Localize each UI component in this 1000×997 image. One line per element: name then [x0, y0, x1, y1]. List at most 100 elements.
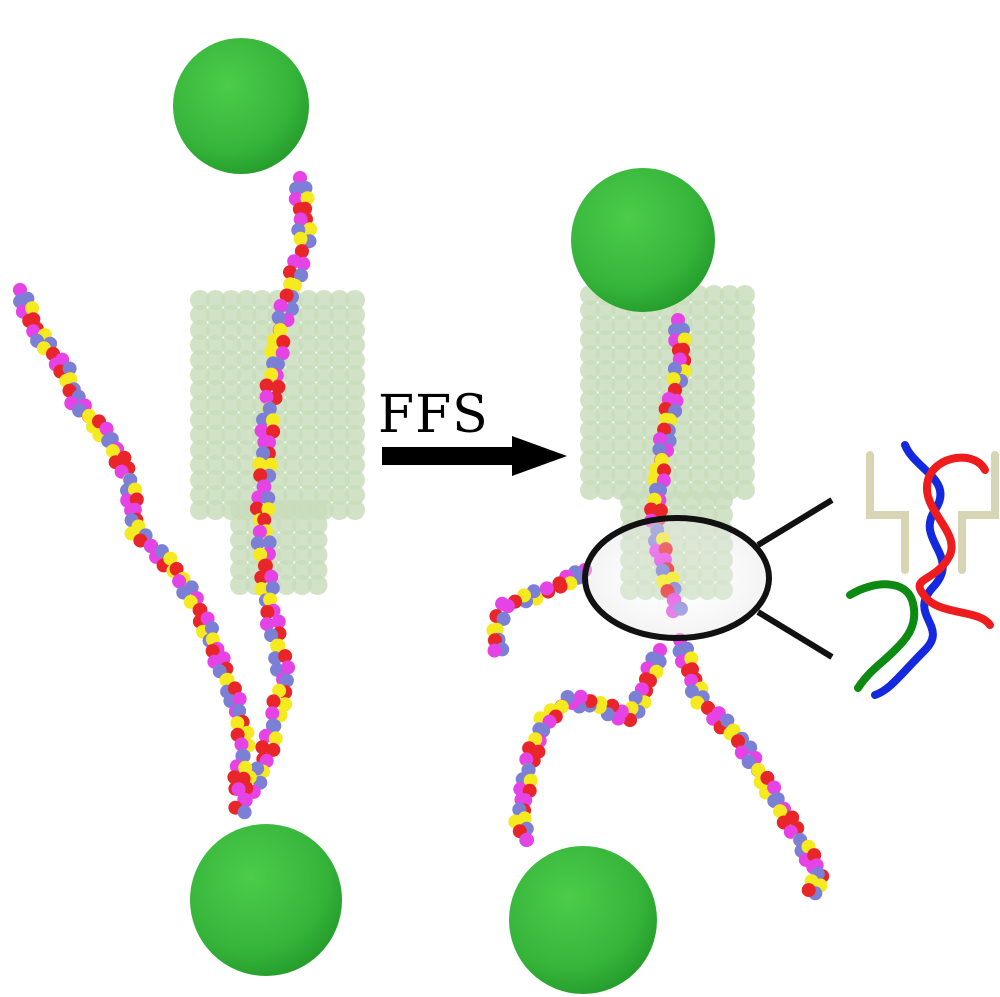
bead — [677, 332, 692, 347]
bead — [620, 505, 640, 525]
bead — [205, 380, 226, 400]
bead — [287, 278, 302, 293]
bead — [298, 335, 319, 355]
bead — [283, 365, 303, 385]
bead — [314, 320, 334, 340]
bead — [205, 500, 226, 520]
right-system — [486, 168, 834, 994]
bead — [329, 425, 350, 445]
bead — [314, 470, 334, 490]
bead — [719, 330, 740, 350]
bead — [276, 560, 297, 580]
bead — [735, 285, 755, 305]
bead — [345, 500, 365, 520]
bead — [260, 605, 275, 620]
bead — [628, 690, 643, 705]
bead — [251, 490, 266, 505]
bead — [237, 805, 252, 820]
bead — [666, 372, 681, 387]
inset-schematic — [846, 441, 999, 699]
bead — [684, 673, 699, 688]
bead — [292, 515, 312, 535]
bead — [276, 530, 297, 550]
bead — [257, 479, 272, 494]
bead — [345, 305, 365, 325]
bead — [595, 450, 616, 470]
bead — [236, 410, 257, 430]
left-strand-loose — [13, 283, 256, 797]
bead — [221, 380, 241, 400]
bead — [500, 599, 515, 614]
bead — [307, 575, 328, 595]
bead — [688, 450, 709, 470]
bead — [580, 420, 600, 440]
bead — [690, 695, 705, 710]
bead — [265, 581, 280, 596]
bead — [221, 290, 241, 310]
bead — [298, 395, 319, 415]
bead — [252, 290, 272, 310]
bead — [221, 470, 241, 490]
bead — [642, 360, 662, 380]
bead — [611, 405, 631, 425]
bead — [345, 365, 365, 385]
bead — [345, 395, 365, 415]
bead — [626, 360, 647, 380]
bead — [314, 365, 334, 385]
bead — [298, 290, 319, 310]
bead — [275, 346, 290, 361]
bead — [580, 315, 600, 335]
bead — [595, 405, 616, 425]
bead — [307, 500, 328, 520]
bead — [626, 420, 647, 440]
bead — [626, 450, 647, 470]
bead — [276, 575, 297, 595]
bead — [620, 490, 640, 510]
bead — [487, 643, 502, 658]
bead — [283, 470, 303, 490]
bead — [190, 395, 210, 415]
bead — [626, 435, 647, 455]
left-bottom-bead — [190, 824, 342, 976]
right-bottom-bead — [509, 846, 657, 994]
bead — [595, 360, 616, 380]
bead — [236, 470, 257, 490]
bead — [230, 560, 250, 580]
bead — [611, 330, 631, 350]
bead — [205, 350, 226, 370]
bead — [298, 440, 319, 460]
bead — [611, 465, 631, 485]
bead — [519, 752, 534, 767]
bead — [719, 435, 740, 455]
bead — [595, 420, 616, 440]
bead — [236, 290, 257, 310]
bead — [611, 420, 631, 440]
bead — [345, 410, 365, 430]
bead — [281, 660, 296, 675]
bead — [270, 357, 285, 372]
inset-green-strand — [846, 580, 919, 692]
bead — [271, 380, 286, 394]
left-system — [13, 38, 365, 976]
bead — [329, 365, 350, 385]
bead — [273, 323, 288, 337]
bead — [704, 375, 724, 395]
bead — [611, 435, 631, 455]
bead — [298, 320, 319, 340]
bead — [719, 405, 740, 425]
bead — [735, 420, 755, 440]
bead — [314, 440, 334, 460]
bead — [595, 315, 616, 335]
bead — [190, 365, 210, 385]
bead — [735, 300, 755, 320]
bead — [236, 455, 257, 475]
bead — [735, 450, 755, 470]
bead — [580, 375, 600, 395]
bead — [283, 455, 303, 475]
bead — [259, 378, 274, 393]
bead — [329, 470, 350, 490]
bead — [688, 360, 709, 380]
bead — [595, 345, 616, 365]
bead — [673, 465, 693, 485]
bead — [278, 697, 293, 712]
